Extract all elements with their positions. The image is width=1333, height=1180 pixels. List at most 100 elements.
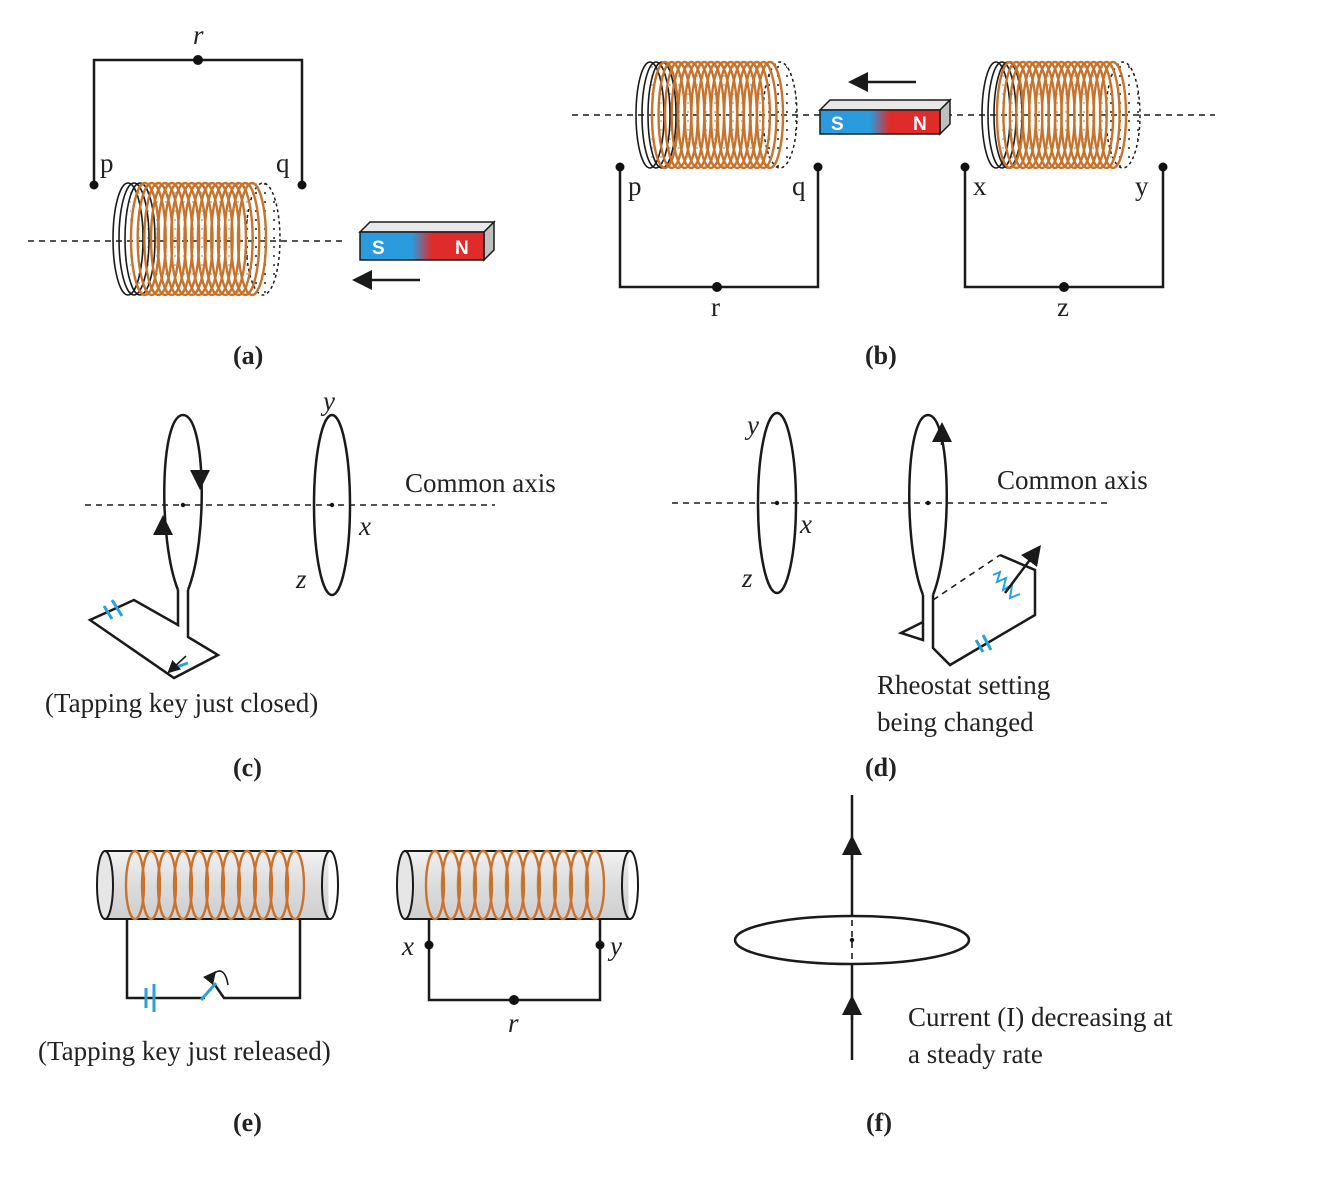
label-z: z [1057,292,1069,322]
panel-d-note-line1: Rheostat setting [877,670,1050,700]
coil-winding [584,849,606,921]
bar-magnet: S N [818,98,952,136]
coil-winding [172,849,194,921]
coil-winding [149,181,181,297]
coil-winding [176,181,208,297]
panel-f-note-line1: Current (I) decreasing at [908,1002,1173,1032]
coil-winding [552,849,574,921]
label-x: x [799,509,812,539]
coil-winding [189,181,221,297]
terminal-x [424,940,434,950]
tapping-key [199,982,218,1001]
coil-winding [196,181,228,297]
terminal-r [712,282,722,292]
rheostat-wire [932,554,1001,601]
circuit-wire [92,58,304,185]
caption-c: (c) [233,753,262,782]
loop-2 [312,413,352,597]
label-y: y [744,410,759,440]
coil-winding [129,181,161,297]
coil-winding [749,60,778,170]
solenoid-coil [112,181,281,297]
coil-winding [472,849,494,921]
coil-winding [736,60,765,170]
panel-e: x y r (Tapping key just released) (e) [38,849,639,1137]
coil-winding [742,60,772,170]
label-q: q [792,171,806,201]
coil-winding [252,849,274,921]
circuit-wire-right [963,167,1165,289]
coil-winding [755,60,785,170]
panel-d-note-line2: being changed [877,707,1034,737]
label-p: p [628,171,642,201]
coil-winding [140,849,162,921]
terminal-r [509,995,519,1005]
label-y: y [1135,171,1149,201]
label-r: r [193,20,204,50]
panel-a: r p q S N (a) [28,20,496,370]
coil-winding [163,181,194,297]
current-loop-1 [163,413,203,591]
coil-winding [210,181,241,297]
lead-wire [931,553,1037,667]
coil-winding [1079,60,1108,170]
terminal-p [615,162,625,172]
magnet-south-label: S [831,114,844,135]
panel-f-note-line2: a steady rate [908,1039,1043,1069]
tube-coil-right [396,849,639,921]
terminal-q [813,162,823,172]
battery-plate [974,639,985,653]
coil-winding [536,849,558,921]
panel-c-note: (Tapping key just closed) [45,688,318,718]
coil-winding [284,849,306,921]
circuit-wire-left [618,167,820,289]
coil-winding [520,849,542,921]
label-y: y [607,931,622,961]
magnet-north-label: N [913,114,927,135]
key-arrow [167,655,187,674]
terminal-y [595,940,605,950]
label-r: r [508,1008,519,1038]
coil-winding [156,849,178,921]
coil-winding [568,849,590,921]
common-axis-label: Common axis [997,465,1148,495]
current-loop-2 [908,413,948,596]
label-p: p [100,148,114,178]
coil-winding [236,181,268,297]
caption-b: (b) [865,341,897,370]
panel-d: y x z Rheostat setting being changed Com… [672,410,1148,782]
battery-plate [110,599,124,617]
panel-f: Current (I) decreasing at a steady rate … [733,795,1173,1137]
label-x: x [358,511,371,541]
coil-winding [204,849,226,921]
common-axis-label: Common axis [405,468,556,498]
coil-winding [504,849,526,921]
tube-coil-left [96,849,339,921]
label-r: r [711,292,720,322]
bar-magnet: S N [358,220,496,262]
coil-winding [236,849,258,921]
caption-d: (d) [865,753,897,782]
coil-winding [1085,60,1115,170]
lead-wire [87,590,221,680]
coil-winding [223,181,254,297]
coil-winding [216,181,248,297]
panel-b: S N p q r x y z (b) [572,60,1215,370]
solenoid-coil-right [981,60,1141,170]
battery-plate [981,634,993,651]
lead-wire [897,595,925,642]
terminal-r [193,55,203,65]
coil-winding [1092,60,1121,170]
panel-e-note: (Tapping key just released) [38,1036,331,1066]
coil-winding [230,181,261,297]
label-x: x [401,931,414,961]
battery-plate [102,605,114,620]
coil-winding [203,181,234,297]
key-arrow [203,970,229,986]
terminal-x [960,162,970,172]
coil-winding [136,181,167,297]
panel-c: y x z Common axis (Tapping key just clos… [45,386,556,782]
terminal-p [89,180,99,190]
circuit-wire [125,919,302,1000]
